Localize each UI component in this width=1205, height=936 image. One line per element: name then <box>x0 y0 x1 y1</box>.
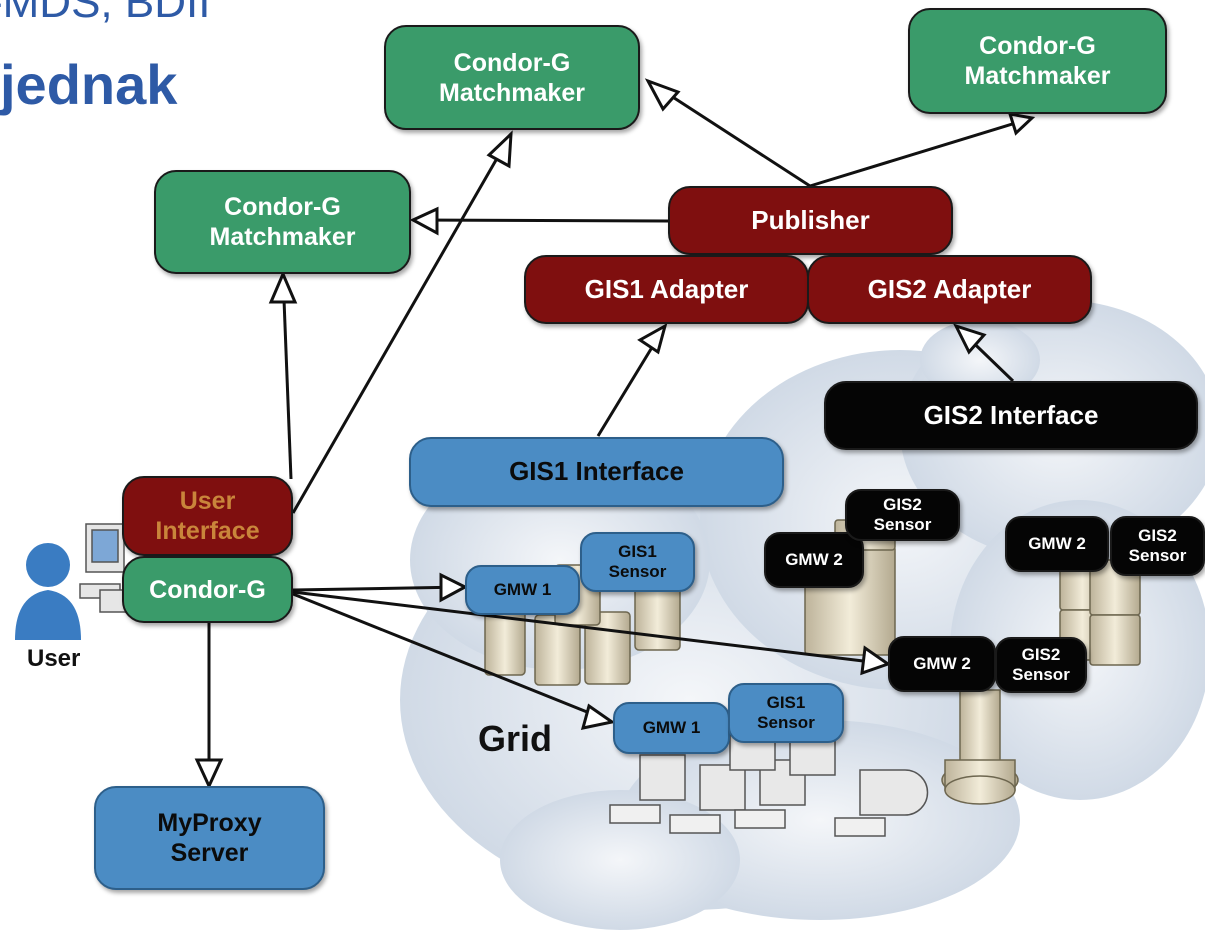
grid-label: Grid <box>478 718 553 759</box>
publisher-box[interactable]: Publisher <box>668 186 953 255</box>
matchmaker-top-box[interactable]: Condor-G Matchmaker <box>384 25 640 130</box>
gis1-adapter-box[interactable]: GIS1 Adapter <box>524 255 809 324</box>
gis2-sensor-b-box[interactable]: GIS2 Sensor <box>995 637 1087 693</box>
gis1-sensor-b-box[interactable]: GIS1 Sensor <box>728 683 844 743</box>
gmw2-a-box[interactable]: GMW 2 <box>764 532 864 588</box>
connectors <box>207 79 1033 786</box>
arrow-condor-to-gmw1b <box>292 592 613 724</box>
arrow-condor-to-gmw2b <box>292 590 889 666</box>
matchmaker-right-box[interactable]: Condor-G Matchmaker <box>908 8 1167 114</box>
gis1-sensor-b-label: GIS1 Sensor <box>757 692 815 732</box>
header-line-1: -MDS, BDII <box>0 0 211 27</box>
gmw1-a-label: GMW 1 <box>493 579 552 599</box>
gmw1-b-box[interactable]: GMW 1 <box>613 702 730 754</box>
gis2-sensor-c-box[interactable]: GIS2 Sensor <box>1110 516 1205 576</box>
arrow-condor-to-gmw1a <box>292 585 466 592</box>
user-interface-box[interactable]: User Interface <box>122 476 293 556</box>
gis2-sensor-b-label: GIS2 Sensor <box>1012 644 1070 684</box>
gmw2-a-label: GMW 2 <box>785 549 843 569</box>
gmw2-c-label: GMW 2 <box>1028 533 1086 553</box>
matchmaker-right-label: Condor-G Matchmaker <box>964 32 1111 90</box>
gis2-adapter-label: GIS2 Adapter <box>867 273 1032 304</box>
matchmaker-top-label: Condor-G Matchmaker <box>439 48 585 107</box>
gis2-sensor-a-box[interactable]: GIS2 Sensor <box>845 489 960 541</box>
user-avatar-icon <box>15 543 81 640</box>
user-label: User <box>27 645 81 672</box>
gmw2-b-box[interactable]: GMW 2 <box>888 636 996 692</box>
gis2-interface-box[interactable]: GIS2 Interface <box>824 381 1198 450</box>
gmw2-c-box[interactable]: GMW 2 <box>1005 516 1109 572</box>
gis2-sensor-a-label: GIS2 Sensor <box>873 494 932 534</box>
gis1-sensor-a-box[interactable]: GIS1 Sensor <box>580 532 695 592</box>
gis2-adapter-box[interactable]: GIS2 Adapter <box>807 255 1092 324</box>
myproxy-box[interactable]: MyProxy Server <box>94 786 325 890</box>
arrow-publisher-to-right-matchmaker <box>809 116 1033 188</box>
matchmaker-left-box[interactable]: Condor-G Matchmaker <box>154 170 411 274</box>
storage-column <box>941 689 1019 805</box>
arrowheads <box>194 78 1036 790</box>
gis1-interface-label: GIS1 Interface <box>509 456 684 487</box>
publisher-label: Publisher <box>751 204 870 235</box>
gis1-adapter-label: GIS1 Adapter <box>584 273 749 304</box>
arrow-publisher-to-top-matchmaker <box>647 79 811 188</box>
gis2-sensor-c-label: GIS2 Sensor <box>1128 525 1187 565</box>
arrow-publisher-to-left-matchmaker <box>412 218 669 223</box>
gmw2-b-label: GMW 2 <box>913 653 971 673</box>
gis1-interface-box[interactable]: GIS1 Interface <box>409 437 784 507</box>
gmw1-b-label: GMW 1 <box>642 717 701 737</box>
header-line-2: jednak <box>0 53 178 116</box>
workstation-group <box>609 729 929 837</box>
gis2-interface-label: GIS2 Interface <box>923 399 1099 430</box>
arrow-ui-to-left-matchmaker <box>281 273 293 480</box>
gmw1-a-box[interactable]: GMW 1 <box>465 565 580 615</box>
arrow-ui-to-top-matchmaker <box>291 133 513 514</box>
condor-g-label: Condor-G <box>149 575 266 604</box>
myproxy-label: MyProxy Server <box>157 809 262 867</box>
condor-g-box[interactable]: Condor-G <box>122 556 293 623</box>
matchmaker-left-label: Condor-G Matchmaker <box>209 193 356 251</box>
gis1-sensor-a-label: GIS1 Sensor <box>608 541 667 581</box>
user-interface-label: User Interface <box>155 487 260 545</box>
